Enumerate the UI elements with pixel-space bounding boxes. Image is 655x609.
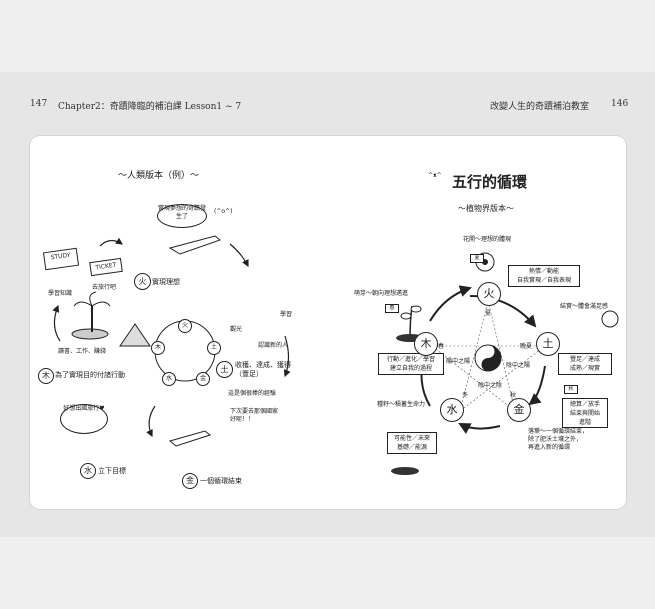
earth-circle-left: 土: [216, 361, 233, 378]
right-title: 五行的循環: [452, 173, 528, 191]
left-box: 行動／進化／學習 建立自我的過程: [378, 353, 444, 375]
small-cycle-fire: 火: [178, 319, 192, 333]
fire-label-left: 實現理想: [152, 278, 180, 286]
fire-circle-left: 火: [134, 273, 151, 290]
right-subtitle: ～植物界版本～: [458, 204, 514, 213]
dream-bubble: 實現夢想的奇蹟發生了: [157, 204, 207, 228]
inner-left: 陽中之陽: [446, 358, 471, 365]
water-label-left: 立下目標: [98, 467, 126, 475]
bottom-left-label: 種籽～積蓄生命力: [377, 401, 426, 408]
water-node: 水: [440, 398, 464, 422]
illustration-lines: [52, 235, 619, 475]
left-label: 萌芽～朝向理想邁進: [354, 290, 409, 297]
small-cycle-water: 水: [162, 372, 176, 386]
note-map: 下次要去那個國家好呢！！: [230, 408, 279, 423]
right-label: 結實～體會滿足感: [560, 303, 609, 310]
face-doodle-icon: (^o^): [214, 208, 233, 215]
earth-node: 土: [536, 332, 560, 356]
small-cycle-wood: 木: [151, 341, 165, 355]
wood-circle-left: 木: [38, 368, 54, 384]
bottom-right-label: 落葉～一個循環結束， 除了肥沃土壤之外， 再進入新的循環: [528, 428, 589, 451]
season-fire: 夏: [485, 310, 492, 317]
note-earth: 認識新的人: [258, 342, 289, 349]
travel-bubble: 好想出國旅行♥: [60, 404, 108, 434]
water-circle-left: 水: [80, 463, 96, 479]
inner-right: 陰中之陽: [506, 362, 531, 369]
right-running-title: 改變人生的奇蹟補泊教室: [490, 102, 590, 112]
illustration-panel: ～人類版本（例）～ 實現夢想的奇蹟發生了 (^o^) STUDY 學習知識 TI…: [30, 136, 626, 509]
note-right: 這是個很棒的經驗: [228, 390, 277, 397]
metal-circle-left: 金: [182, 473, 198, 489]
bottom-right-box: 總算／放手 結束與開始 進階: [562, 398, 608, 428]
wood-label-left: 為了實現目的付諸行動: [55, 371, 125, 379]
small-cycle-earth: 土: [207, 341, 221, 355]
top-box: 熱情／動能 自我實現／自我表現: [508, 265, 580, 287]
bottom-left-box: 可能性／未來 基礎／能源: [387, 432, 437, 454]
metal-node: 金: [507, 398, 531, 422]
tag-wood: 春: [385, 304, 399, 313]
earth-label-left: 收穫、達成、獲得（豐足）: [235, 361, 291, 378]
season-metal: 秋: [510, 392, 517, 399]
small-cycle-metal: 金: [196, 372, 210, 386]
left-page-number: 147: [30, 99, 48, 109]
tag-fire: 夏: [470, 254, 484, 263]
cat-icon: ^ᴥ^: [428, 172, 442, 179]
inner-bottom: 陰中之陰: [478, 382, 503, 389]
season-earth: 晚夏: [520, 343, 533, 350]
left-title: ～人類版本（例）～: [118, 171, 200, 181]
season-water: 冬: [462, 392, 469, 399]
top-label: 花開～理想的體現: [463, 236, 512, 243]
wood-node: 木: [414, 332, 438, 356]
fire-node: 火: [477, 282, 501, 306]
tag-metal: 秋: [564, 385, 578, 394]
learn-label: 學習: [280, 311, 293, 318]
camel-label: 觀光: [230, 326, 243, 333]
left-running-title: Chapter2：奇蹟降臨的補泊課 Lesson1 ~ 7: [58, 102, 242, 112]
ticket-caption: 去旅行吧: [92, 284, 117, 291]
right-page-number: 146: [611, 99, 629, 109]
note-wood-top: 讀書、工作、賺錢: [58, 348, 107, 355]
study-caption: 學習知識: [48, 290, 73, 297]
season-wood: 春: [438, 343, 445, 350]
right-box: 豐足／達成 成熟／現實: [558, 353, 612, 375]
metal-label-left: 一個循環結束: [200, 477, 242, 485]
